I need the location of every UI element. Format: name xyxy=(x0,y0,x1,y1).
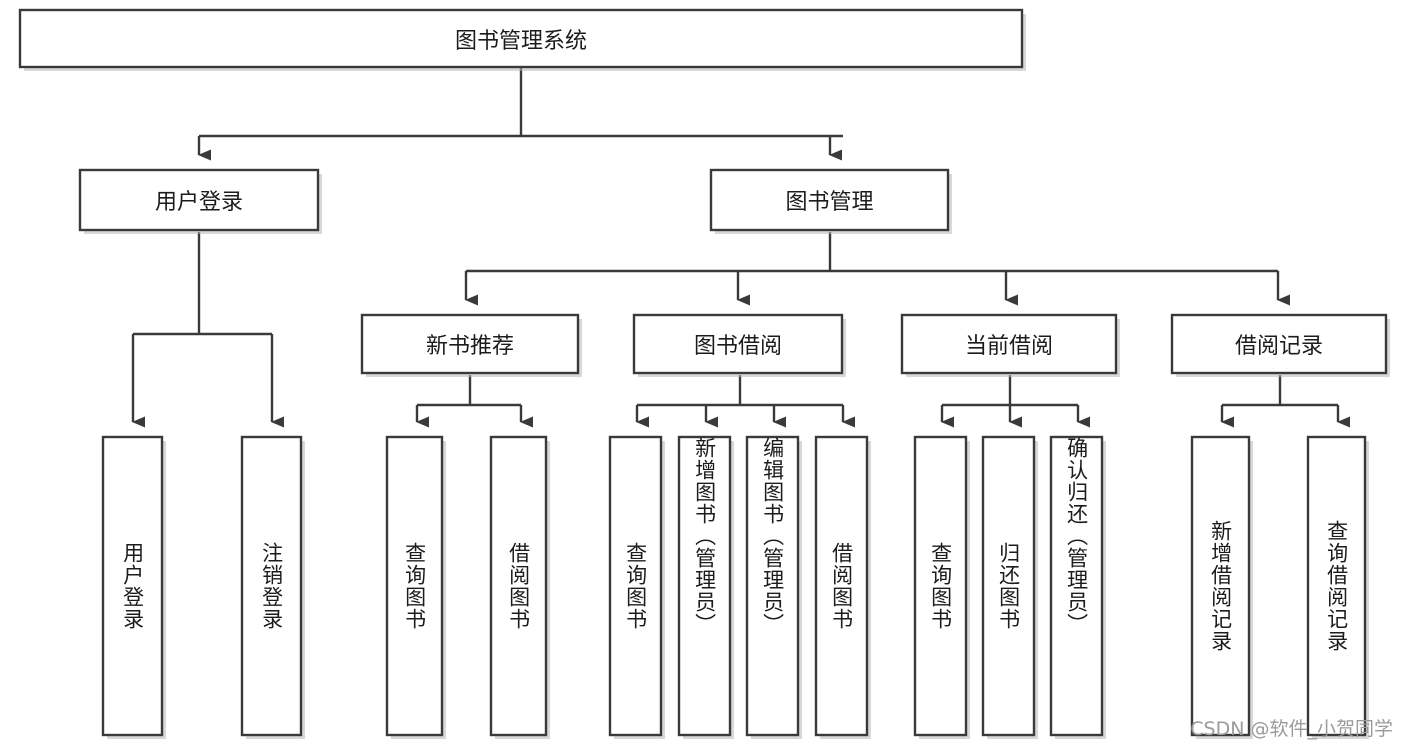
level2-node-1-box[interactable] xyxy=(709,168,950,232)
leaf-new-book-1-box[interactable] xyxy=(489,435,548,737)
level2-node-0-box[interactable] xyxy=(78,168,320,232)
edges-borrow-record-to-leaves xyxy=(1220,375,1350,428)
edges-user-login-to-leaves xyxy=(131,232,284,428)
leaf-borrow-record-0-box[interactable] xyxy=(1190,435,1251,737)
csdn-watermark: CSDN @软件_小贺同学 xyxy=(1190,718,1393,740)
edges-current-borrow-to-leaves xyxy=(940,375,1090,428)
leaf-book-borrow-3-box[interactable] xyxy=(814,435,869,737)
leaf-book-borrow-2-box[interactable] xyxy=(745,435,800,737)
leaf-borrow-record-1-box[interactable] xyxy=(1306,435,1367,737)
leaf-current-borrow-2-box[interactable] xyxy=(1049,435,1104,737)
root-node-box[interactable] xyxy=(18,8,1024,69)
leaf-new-book-0-box[interactable] xyxy=(385,435,444,737)
leaf-user-login-0-box[interactable] xyxy=(101,435,164,737)
level3-node-1-box[interactable] xyxy=(632,313,844,375)
edges-root-to-level2 xyxy=(197,67,843,161)
leaf-current-borrow-0-box[interactable] xyxy=(913,435,968,737)
leaf-user-login-1-box[interactable] xyxy=(240,435,303,737)
edges-book-manage-to-level3 xyxy=(464,232,1290,306)
leaf-book-borrow-1-box[interactable] xyxy=(677,435,732,737)
edges-new-book-to-leaves xyxy=(415,375,533,428)
leaf-book-borrow-0-box[interactable] xyxy=(608,435,663,737)
node-boxes xyxy=(18,8,1390,739)
edges-book-borrow-to-leaves xyxy=(635,375,855,428)
level3-node-0-box[interactable] xyxy=(360,313,580,375)
level3-node-3-box[interactable] xyxy=(1170,313,1388,375)
level3-node-2-box[interactable] xyxy=(900,313,1118,375)
leaf-current-borrow-1-box[interactable] xyxy=(981,435,1036,737)
